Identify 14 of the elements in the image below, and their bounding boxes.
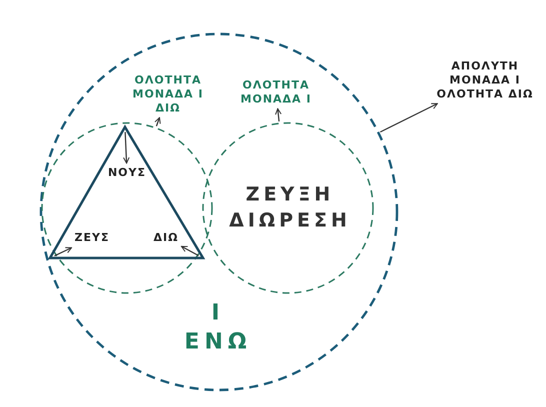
label-text: ΟΛΟΤΗΤΑ ΜΟΝΑΔΑ Ι xyxy=(240,78,312,106)
vertex-label: ΝΟΥΣ xyxy=(108,166,146,180)
arrow xyxy=(123,132,130,164)
label-text: ΟΛΟΤΗΤΑ ΜΟΝΑΔΑ Ι ΔΙΩ xyxy=(132,73,204,115)
arrow xyxy=(54,247,72,256)
circle-title: ΖΕΥΞΗ ΔΙΩΡΕΣΗ xyxy=(229,182,351,233)
label-text: ΑΠΟΛΥΤΗ ΜΟΝΑΔΑ Ι ΟΛΟΤΗΤΑ ΔΙΩ xyxy=(436,59,534,101)
arrow xyxy=(181,246,199,256)
arrow xyxy=(154,117,161,126)
arrow xyxy=(275,108,282,122)
symbol-text: Ι ΕΝΩ xyxy=(184,299,252,356)
vertex-label: ΔΙΩ xyxy=(154,231,178,245)
arrow xyxy=(380,103,438,133)
vertex-label: ΖΕΥΣ xyxy=(74,231,110,245)
